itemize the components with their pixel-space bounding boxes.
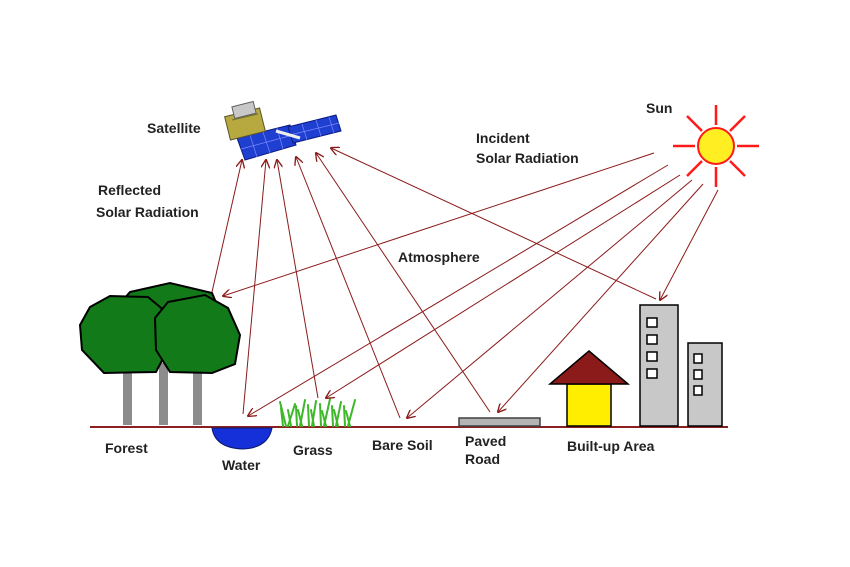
water-body (211, 427, 273, 450)
grass-tufts (279, 398, 356, 427)
paved-road (458, 417, 541, 427)
forest-label: Forest (105, 440, 148, 456)
water-label: Water (222, 457, 261, 473)
house (547, 350, 631, 427)
sun-label: Sun (646, 100, 673, 116)
reflected-radiation-label-line1: Reflected (98, 182, 162, 198)
tall-building (639, 304, 679, 427)
incident-radiation-label-line1: Incident (476, 130, 530, 146)
sun-icon (673, 105, 759, 187)
paved-road-label-line1: Paved (465, 433, 507, 449)
paved-road-label-line2: Road (465, 451, 500, 467)
satellite-icon (224, 100, 342, 161)
bare-soil-label: Bare Soil (372, 437, 433, 453)
grass-label: Grass (293, 442, 333, 458)
satellite-label: Satellite (147, 120, 201, 136)
incident-radiation-label-line2: Solar Radiation (476, 150, 579, 166)
incident-radiation-arrows (223, 152, 719, 418)
forest-trees (78, 281, 242, 425)
atmosphere-label: Atmosphere (398, 249, 480, 265)
reflected-radiation-arrows (211, 148, 657, 419)
short-building (687, 342, 723, 427)
reflected-radiation-label-line2: Solar Radiation (96, 204, 199, 220)
built-up-area-label: Built-up Area (567, 438, 655, 454)
